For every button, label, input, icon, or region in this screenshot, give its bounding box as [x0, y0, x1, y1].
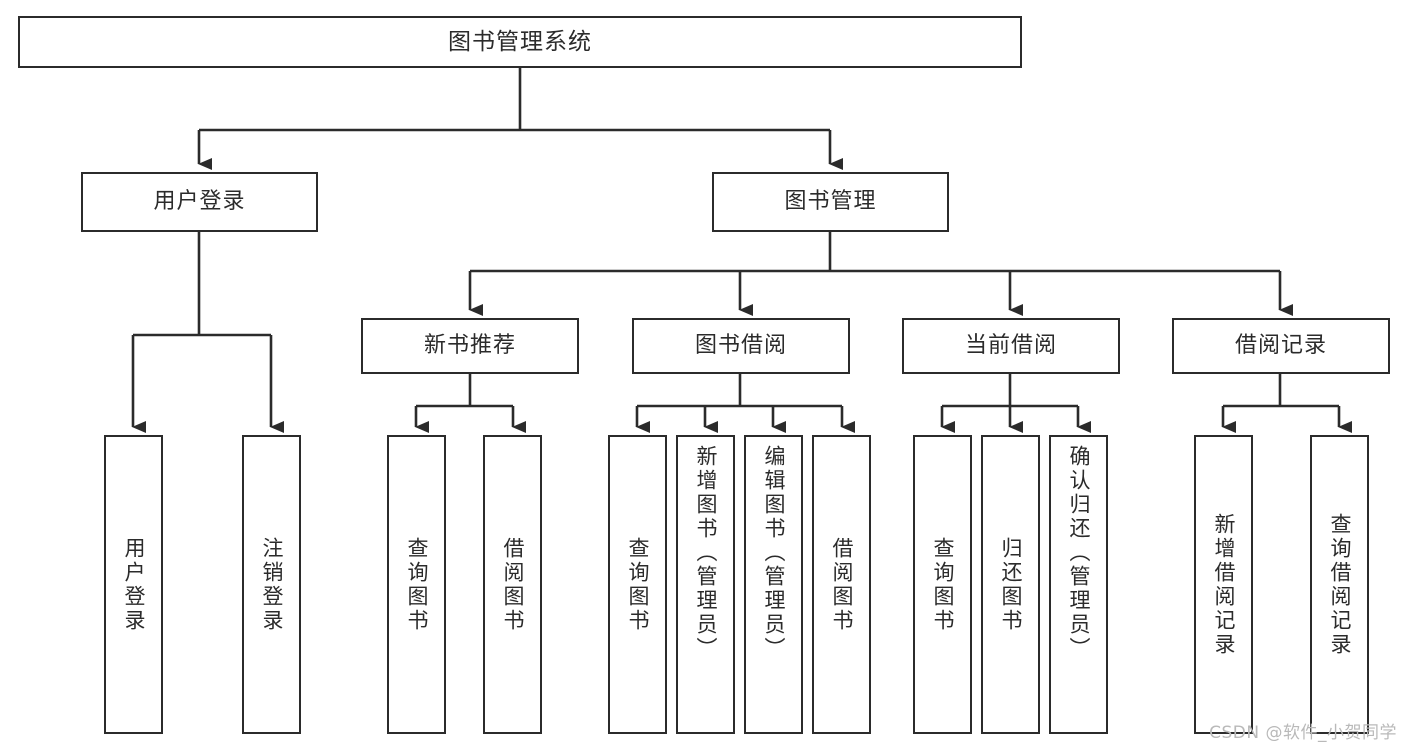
- leaf-borrow-record-query[interactable]: 查询借阅记录: [1310, 435, 1369, 734]
- node-label: 借阅图书: [501, 536, 525, 633]
- node-label: 注销登录: [260, 536, 284, 633]
- node-borrow-record[interactable]: 借阅记录: [1172, 318, 1390, 374]
- node-label: 新书推荐: [423, 333, 516, 359]
- node-label: 图书管理系统: [448, 28, 592, 55]
- node-label: 借阅记录: [1234, 333, 1327, 359]
- node-current-borrow[interactable]: 当前借阅: [902, 318, 1120, 374]
- node-new-book-recommend[interactable]: 新书推荐: [361, 318, 579, 374]
- leaf-new-book-query[interactable]: 查询图书: [387, 435, 446, 734]
- node-label: 确认归还（管理员）: [1067, 445, 1091, 661]
- leaf-user-login-login[interactable]: 用户登录: [104, 435, 163, 734]
- leaf-current-borrow-query[interactable]: 查询图书: [913, 435, 972, 734]
- node-label: 查询借阅记录: [1328, 512, 1352, 657]
- leaf-book-borrow-borrow[interactable]: 借阅图书: [812, 435, 871, 734]
- leaf-current-borrow-confirm[interactable]: 确认归还（管理员）: [1049, 435, 1108, 734]
- watermark-text: CSDN @软件_小贺同学: [1209, 723, 1397, 743]
- node-label: 归还图书: [999, 536, 1023, 633]
- node-label: 查询图书: [931, 536, 955, 633]
- node-label: 用户登录: [153, 189, 246, 215]
- node-label: 借阅图书: [830, 536, 854, 633]
- node-label: 查询图书: [626, 536, 650, 633]
- node-book-management[interactable]: 图书管理: [712, 172, 949, 232]
- node-label: 图书管理: [784, 189, 877, 215]
- leaf-borrow-record-add[interactable]: 新增借阅记录: [1194, 435, 1253, 734]
- leaf-current-borrow-return[interactable]: 归还图书: [981, 435, 1040, 734]
- node-user-login[interactable]: 用户登录: [81, 172, 318, 232]
- node-label: 查询图书: [405, 536, 429, 633]
- leaf-user-login-logout[interactable]: 注销登录: [242, 435, 301, 734]
- leaf-new-book-borrow[interactable]: 借阅图书: [483, 435, 542, 734]
- node-label: 图书借阅: [694, 333, 787, 359]
- leaf-book-borrow-query[interactable]: 查询图书: [608, 435, 667, 734]
- node-root-system[interactable]: 图书管理系统: [18, 16, 1022, 68]
- node-label: 当前借阅: [964, 333, 1057, 359]
- node-label: 新增借阅记录: [1212, 512, 1236, 657]
- leaf-book-borrow-edit[interactable]: 编辑图书（管理员）: [744, 435, 803, 734]
- node-label: 编辑图书（管理员）: [762, 445, 786, 661]
- leaf-book-borrow-add[interactable]: 新增图书（管理员）: [676, 435, 735, 734]
- node-label: 用户登录: [122, 536, 146, 633]
- node-label: 新增图书（管理员）: [694, 445, 718, 661]
- node-book-borrow[interactable]: 图书借阅: [632, 318, 850, 374]
